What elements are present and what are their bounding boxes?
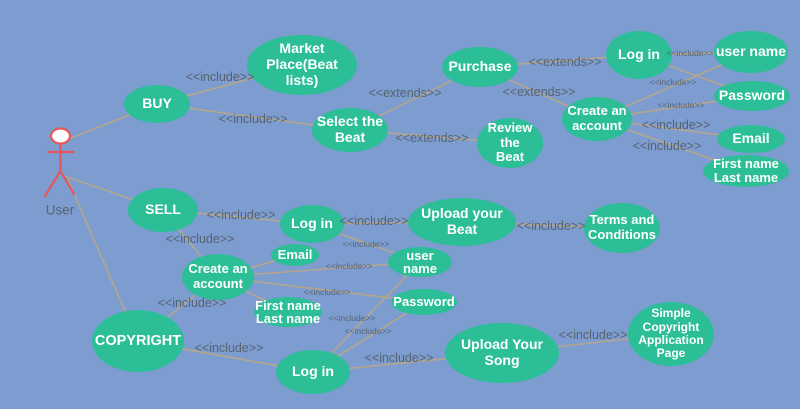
usecase-upload-your-song[interactable]: Upload Your Song <box>445 323 559 383</box>
edge-label-include: <<include>> <box>185 70 255 84</box>
edge-label-include: <<include>> <box>516 219 586 233</box>
actor-left-leg <box>43 169 62 198</box>
usecase-login-mid[interactable]: Log in <box>280 205 344 243</box>
usecase-review-the-beat[interactable]: Review the Beat <box>477 118 543 168</box>
edge-label-include: <<include>> <box>344 326 392 336</box>
actor-right-leg <box>59 169 76 196</box>
edge-label-extends: <<extends>> <box>502 85 576 99</box>
edge-label-extends: <<extends>> <box>368 86 442 100</box>
edge-label-include: <<include>> <box>328 313 376 323</box>
actor-head <box>49 127 72 145</box>
usecase-login-bottom[interactable]: Log in <box>276 350 350 394</box>
usecase-simple-copyright-application-page[interactable]: Simple Copyright Application Page <box>628 302 714 366</box>
edge-label-include: <<include>> <box>303 287 351 297</box>
edge-label-extends: <<extends>> <box>528 55 602 69</box>
edge-label-include: <<include>> <box>194 341 264 355</box>
usecase-market-place[interactable]: Market Place(Beat lists) <box>247 35 357 95</box>
usecase-password-mid[interactable]: Password <box>391 289 457 315</box>
usecase-purchase[interactable]: Purchase <box>442 47 518 87</box>
usecase-first-last-name-top[interactable]: First name Last name <box>703 155 789 187</box>
edge-label-include: <<include>> <box>558 328 628 342</box>
edge-label-include: <<include>> <box>657 100 705 110</box>
edge-label-include: <<include>> <box>339 214 409 228</box>
usecase-user-name-mid[interactable]: user name <box>388 247 452 277</box>
usecase-email-top[interactable]: Email <box>717 125 785 153</box>
usecase-create-account-mid[interactable]: Create an account <box>182 254 254 300</box>
edge-label-include: <<include>> <box>206 208 276 222</box>
edge-label-include: <<include>> <box>641 118 711 132</box>
usecase-upload-your-beat[interactable]: Upload your Beat <box>408 198 516 246</box>
edge-label-extends: <<extends>> <box>395 131 469 145</box>
usecase-user-name-top[interactable]: user name <box>714 31 788 73</box>
edge-label-include: <<include>> <box>342 239 390 249</box>
usecase-buy[interactable]: BUY <box>124 85 190 123</box>
edge-label-include: <<include>> <box>649 77 697 87</box>
edge-label-include: <<include>> <box>632 139 702 153</box>
usecase-email-mid[interactable]: Email <box>271 244 319 266</box>
edge-label-include: <<include>> <box>165 232 235 246</box>
usecase-copyright[interactable]: COPYRIGHT <box>92 310 184 372</box>
usecase-login-top[interactable]: Log in <box>606 31 672 79</box>
actor-user[interactable] <box>43 127 76 198</box>
edge-label-include: <<include>> <box>325 261 373 271</box>
edge-label-include: <<include>> <box>157 296 227 310</box>
usecase-first-last-name-mid[interactable]: First name Last name <box>254 297 322 327</box>
edge-label-include: <<include>> <box>666 48 714 58</box>
usecase-sell[interactable]: SELL <box>128 188 198 232</box>
usecase-password-top[interactable]: Password <box>714 81 790 111</box>
usecase-create-account-top[interactable]: Create an account <box>562 97 632 141</box>
edge-label-include: <<include>> <box>218 112 288 126</box>
usecase-terms-and-conditions[interactable]: Terms and Conditions <box>584 203 660 253</box>
edge-label-include: <<include>> <box>364 351 434 365</box>
actor-label: User <box>45 202 75 218</box>
usecase-select-the-beat[interactable]: Select the Beat <box>312 108 388 152</box>
